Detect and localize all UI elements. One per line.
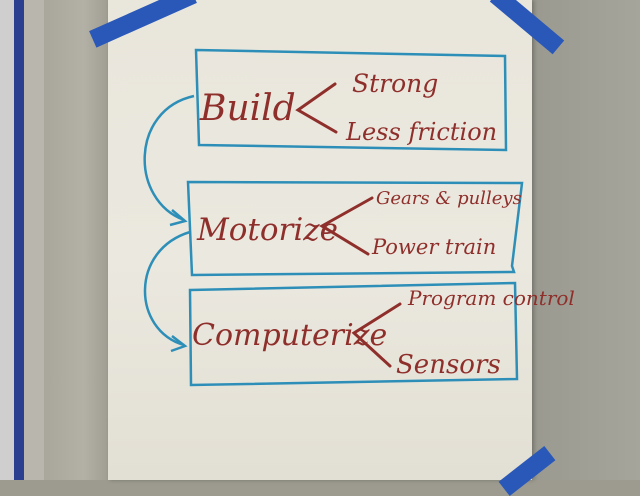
bracket-motorize <box>319 196 374 256</box>
left-wall-edge <box>0 0 44 480</box>
arrow-build-to-motorize <box>143 94 195 222</box>
item-strong: Strong <box>352 69 438 98</box>
stage-box-computerize <box>188 281 519 387</box>
stage-label-build: Build <box>199 88 296 129</box>
stage-box-build <box>194 48 508 152</box>
right-wall <box>528 0 640 480</box>
stage-label-computerize: Computerize <box>192 318 387 353</box>
arrow-motorize-to-computerize <box>143 230 191 347</box>
item-program-control: Program control <box>407 286 575 310</box>
stage-label-motorize: Motorize <box>196 212 338 248</box>
item-power-train: Power train <box>371 235 496 259</box>
arrow-head-1 <box>169 209 188 227</box>
stage-box-motorize <box>186 180 524 277</box>
flip-chart-paper <box>108 0 532 480</box>
handwritten-diagram: Build Motorize Computerize Strong Less f… <box>143 48 575 387</box>
bracket-build <box>295 82 338 134</box>
bracket-computerize <box>351 302 402 368</box>
wall-strip <box>44 0 110 480</box>
item-gears-pulleys: Gears & pulleys <box>376 188 522 209</box>
item-sensors: Sensors <box>396 350 501 380</box>
arrow-head-2 <box>170 335 188 353</box>
item-less-friction: Less friction <box>345 118 497 146</box>
